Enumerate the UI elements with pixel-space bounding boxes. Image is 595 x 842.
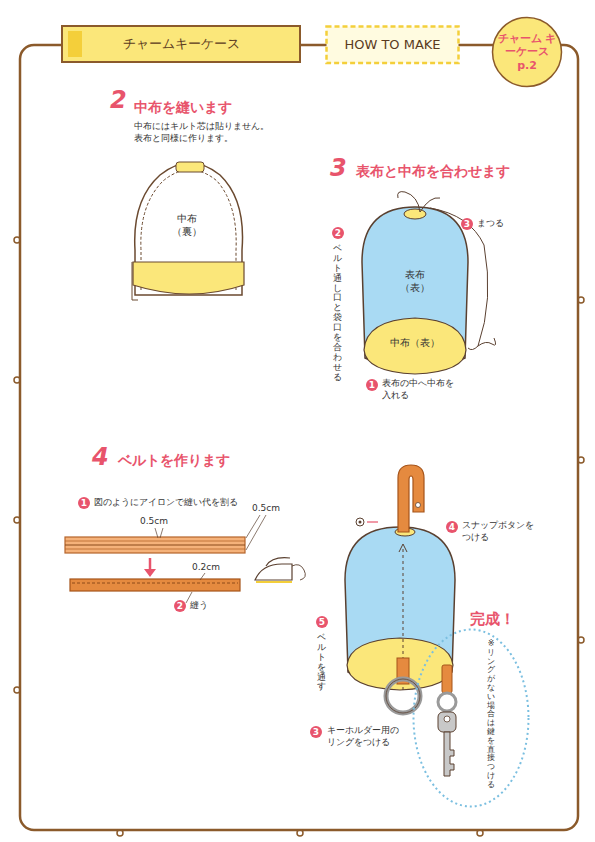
callout-number: 1 bbox=[366, 379, 378, 391]
dimension-label: 0.5cm bbox=[140, 516, 168, 528]
callout-number: 2 bbox=[332, 227, 344, 239]
node-text: HOW TO MAKE bbox=[344, 37, 440, 53]
step-number: 3 bbox=[330, 156, 347, 180]
callout-number: 1 bbox=[78, 497, 90, 509]
dimension-label: 図のようにアイロンで縫い代を割る bbox=[94, 497, 238, 509]
instruction-note: 表布の中へ中布を 入れる bbox=[382, 378, 460, 401]
belt-figure bbox=[65, 515, 305, 603]
instruction-note: 中布にはキルト芯は貼りません。 表布と同様に作ります。 bbox=[134, 121, 276, 144]
step-number: 2 bbox=[110, 88, 127, 112]
note-ellipse: ※リングがない場合は 鍵を直接つける bbox=[412, 628, 530, 808]
vertical-note: ベルトを通す bbox=[317, 633, 326, 692]
inner-fabric-figure bbox=[132, 162, 244, 300]
page-badge: チャーム キーケース p.2 bbox=[491, 16, 563, 88]
finished-case-figure bbox=[345, 465, 455, 713]
instruction-note: スナップボタンを つける bbox=[462, 520, 540, 543]
step-number: 4 bbox=[92, 445, 109, 469]
finish-label: 完成！ bbox=[470, 610, 515, 630]
title-tab bbox=[62, 26, 300, 62]
node-outline bbox=[412, 628, 530, 808]
callout-number: 3 bbox=[310, 726, 322, 738]
dimension-label: 0.5cm bbox=[252, 503, 280, 515]
border-curls bbox=[14, 237, 584, 836]
callout-number: 4 bbox=[446, 521, 458, 533]
fabric-label: 表布 （表） bbox=[400, 268, 430, 294]
fabric-label: 中布（表） bbox=[389, 336, 441, 349]
node-text: ※リングがない場合は 鍵を直接つける bbox=[487, 640, 495, 790]
page-title: チャームキーケース bbox=[123, 35, 240, 53]
title-box: HOW TO MAKE bbox=[325, 25, 460, 65]
title-tab-stripe bbox=[68, 31, 82, 57]
callout-number: 2 bbox=[174, 600, 186, 612]
step-heading: 表布と中布を合わせます bbox=[356, 163, 510, 180]
key-figure bbox=[438, 665, 456, 776]
dimension-label: まつる bbox=[477, 218, 504, 230]
vertical-note: ベルト通し口と袋口を合わせる bbox=[333, 244, 342, 382]
node-text: チャーム キーケース p.2 bbox=[497, 32, 557, 72]
callout-number: 5 bbox=[316, 616, 328, 628]
dimension-label: 縫う bbox=[190, 600, 208, 612]
dimension-label: 0.2cm bbox=[192, 562, 220, 574]
callout-number: 3 bbox=[461, 218, 473, 230]
instruction-note: キーホルダー用の リングをつける bbox=[327, 725, 405, 748]
outer-fabric-figure bbox=[362, 192, 496, 374]
step-heading: ベルトを作ります bbox=[118, 452, 230, 469]
fabric-label: 中布 （裏） bbox=[172, 212, 202, 238]
step-heading: 中布を縫います bbox=[134, 99, 232, 116]
page-border bbox=[20, 45, 578, 830]
